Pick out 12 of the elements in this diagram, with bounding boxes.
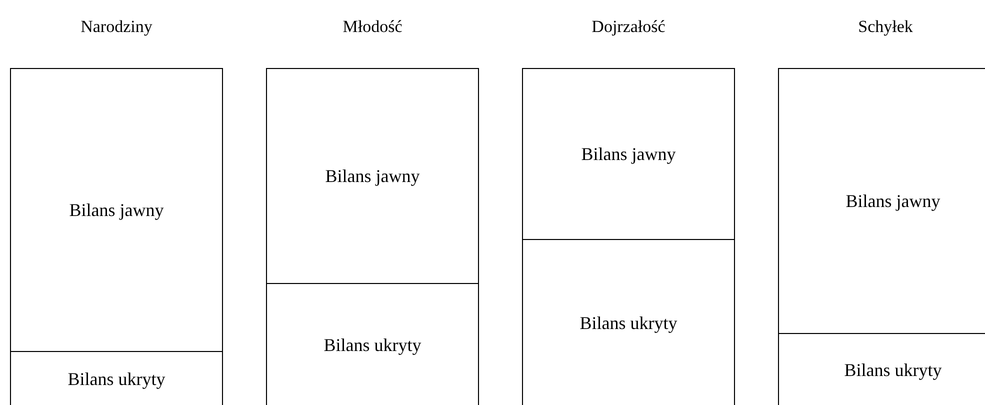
column-heading: Schyłek [858,17,913,36]
section-label: Bilans ukryty [68,369,166,390]
section-label: Bilans jawny [325,166,420,186]
section-label: Bilans ukryty [324,335,422,356]
section-label: Bilans jawny [69,200,164,220]
column-heading: Młodość [342,17,402,36]
section-label: Bilans ukryty [844,360,942,381]
column-heading: Narodziny [80,17,152,36]
section-label: Bilans ukryty [580,313,678,334]
section-label: Bilans jawny [581,144,676,164]
column-heading: Dojrzałość [592,17,666,36]
section-label: Bilans jawny [846,190,940,212]
